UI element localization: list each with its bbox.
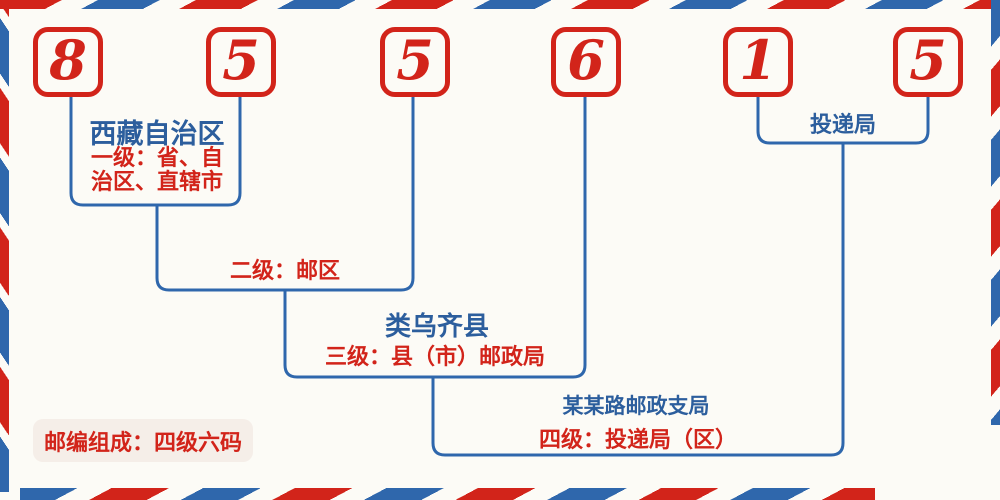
postal-digit-box-5: 1 [723,27,793,97]
postal-digit-2: 5 [222,28,260,92]
postal-digit-5: 1 [739,28,777,92]
postal-digit-6: 5 [909,28,947,92]
delivery-bureau-label: 投递局 [809,112,877,137]
postal-digit-box-3: 5 [380,27,450,97]
level2-label: 二级：邮区 [229,258,341,283]
level1-label-line2: 治区、直辖市 [90,168,224,194]
postal-digit-4: 6 [567,28,605,92]
level1-label-line1: 一级：省、自 [90,145,224,170]
level1-label: 一级：省、自 治区、直辖市 [91,146,223,193]
composition-badge: 邮编组成：四级六码 [33,419,253,462]
level3-bracket-line [283,97,587,379]
level3-region-name: 类乌齐县 [384,311,490,341]
postal-digit-1: 8 [49,28,87,92]
postal-digit-box-4: 6 [551,27,621,97]
level1-region-name: 西藏自治区 [89,119,225,149]
level4-office-name: 某某路邮政支局 [562,395,710,418]
composition-badge-text: 邮编组成：四级六码 [43,429,242,455]
postal-digit-3: 5 [396,28,434,92]
level3-label: 三级：县（市）邮政局 [324,344,546,369]
postal-digit-box-2: 5 [206,27,276,97]
level4-label: 四级：投递局（区） [538,427,738,452]
postal-digit-box-6: 5 [893,27,963,97]
level4-bracket-line [431,143,845,457]
delivery-bracket-line [756,97,930,145]
postal-digit-box-1: 8 [33,27,103,97]
